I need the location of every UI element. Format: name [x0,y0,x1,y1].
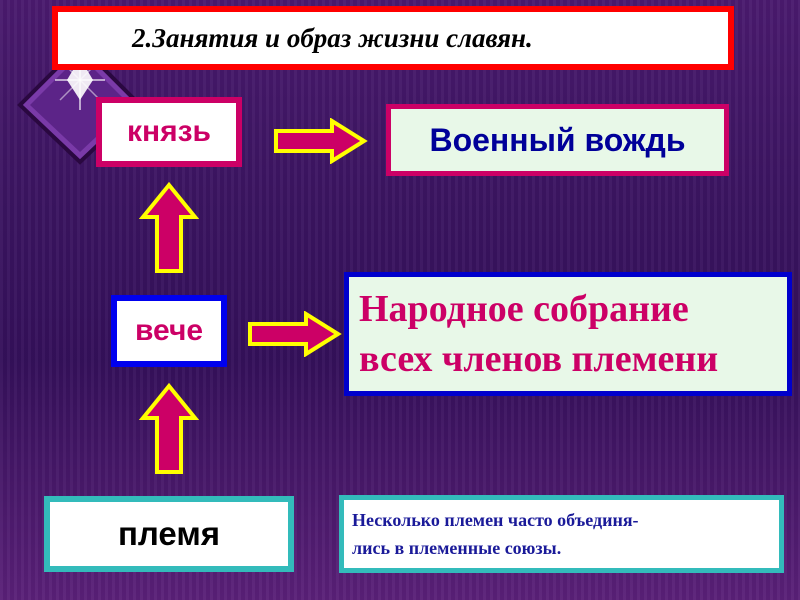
node-tribe-label: племя [118,515,220,553]
node-peoples-assembly-text: Народное собрание всех членов племени [359,284,718,384]
assembly-line-2: всех членов племени [359,338,718,380]
note-text: Несколько племен часто объединя- лись в … [352,506,639,562]
note-tribal-unions: Несколько племен часто объединя- лись в … [339,495,784,573]
up-arrow-icon [139,181,199,275]
node-knyaz-label: князь [127,115,211,149]
assembly-line-1: Народное собрание [359,288,689,330]
node-veche: вече [111,295,227,367]
note-line-1: Несколько племен часто объединя- [352,510,639,530]
node-veche-label: вече [135,314,203,348]
node-military-leader-label: Военный вождь [429,122,685,159]
node-military-leader: Военный вождь [386,104,729,176]
right-arrow-icon [272,118,368,164]
node-knyaz: князь [96,97,242,167]
right-arrow-icon [246,311,342,357]
slide-title: 2.Занятия и образ жизни славян. [52,6,734,70]
slide-title-text: 2.Занятия и образ жизни славян. [132,23,533,54]
up-arrow-icon [139,382,199,476]
note-line-2: лись в племенные союзы. [352,538,561,558]
node-peoples-assembly: Народное собрание всех членов племени [344,272,792,396]
node-tribe: племя [44,496,294,572]
